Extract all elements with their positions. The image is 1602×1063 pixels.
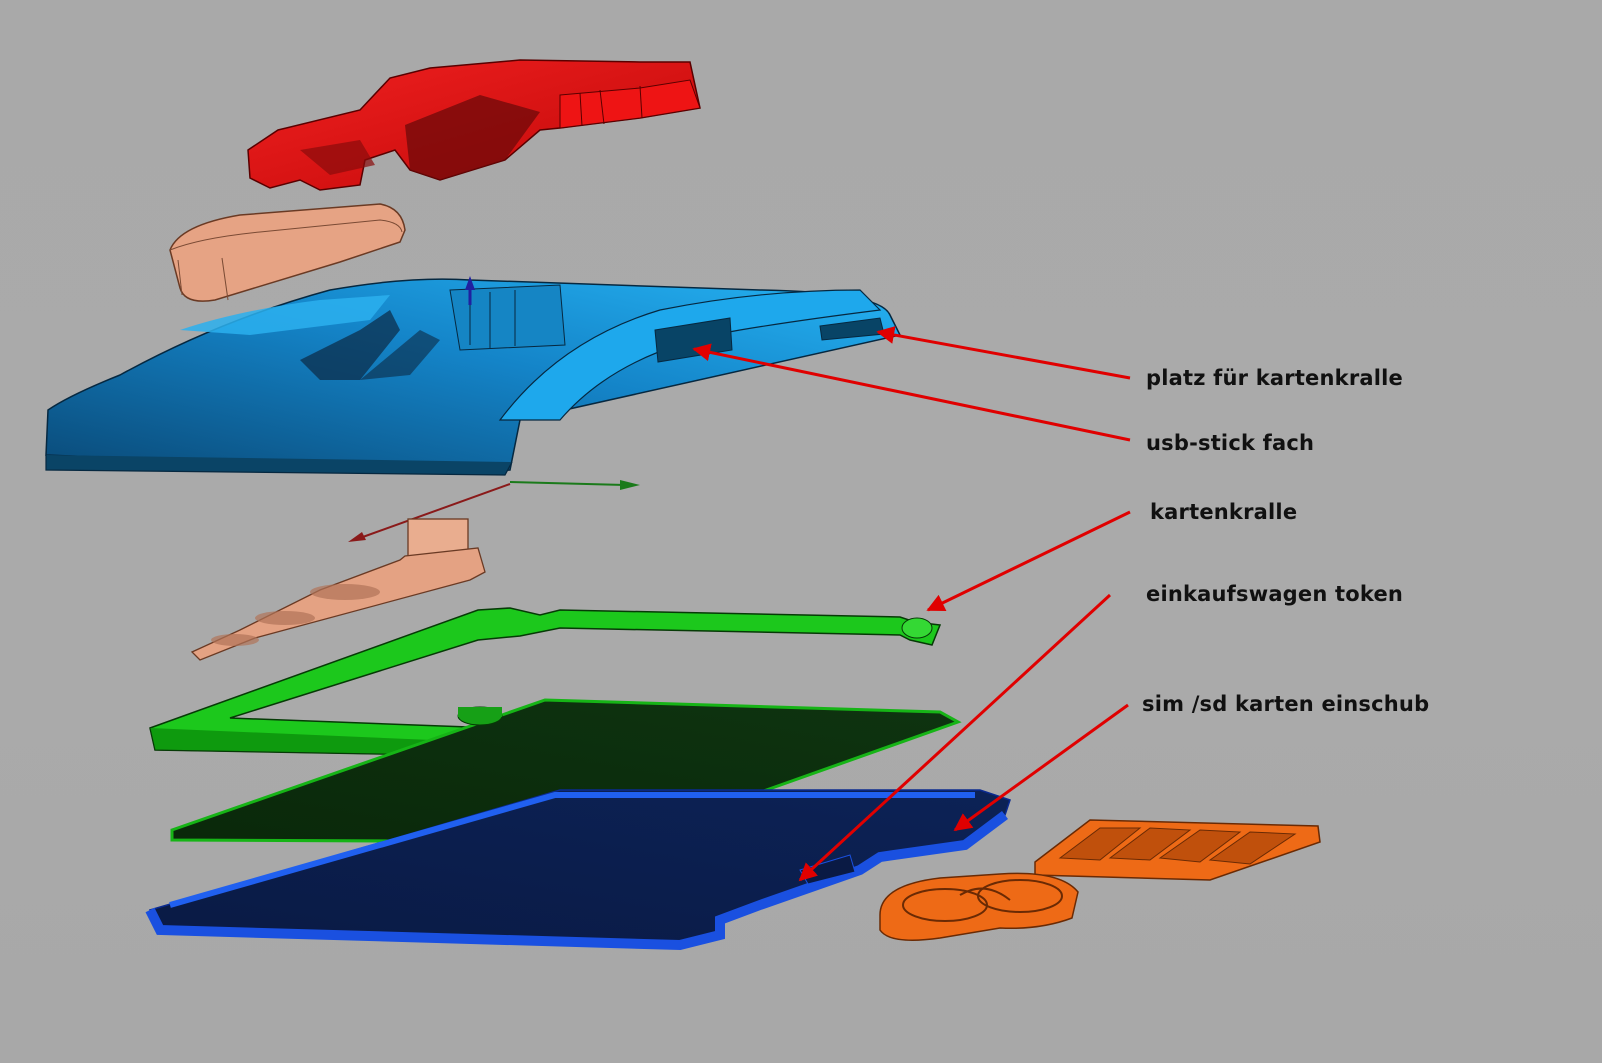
label-sim-sd-karten-einschub: sim /sd karten einschub [1142,692,1430,716]
arrow-platz [876,326,1131,380]
darkgreen-plate-part [170,698,962,844]
axis-triad [348,276,640,542]
orange-token-part [1034,819,1321,881]
lightblue-housing-part [45,278,902,476]
arrow-sim [953,703,1129,832]
arrow-token [798,593,1112,882]
label-usb-stick-fach: usb-stick fach [1146,431,1315,455]
red-logo-part [247,59,701,191]
label-platz-fuer-kartenkralle: platz für kartenkralle [1146,366,1403,390]
peach-slider-part [190,518,486,661]
callout-arrows [692,326,1131,882]
label-einkaufswagen-token: einkaufswagen token [1146,582,1404,606]
label-kartenkralle: kartenkralle [1150,500,1298,524]
orange-coin-part [879,872,1079,941]
arrow-kralle [926,510,1131,612]
peach-cap-part [169,203,406,302]
arrow-usb [692,343,1131,442]
navy-base-part [145,789,1011,951]
